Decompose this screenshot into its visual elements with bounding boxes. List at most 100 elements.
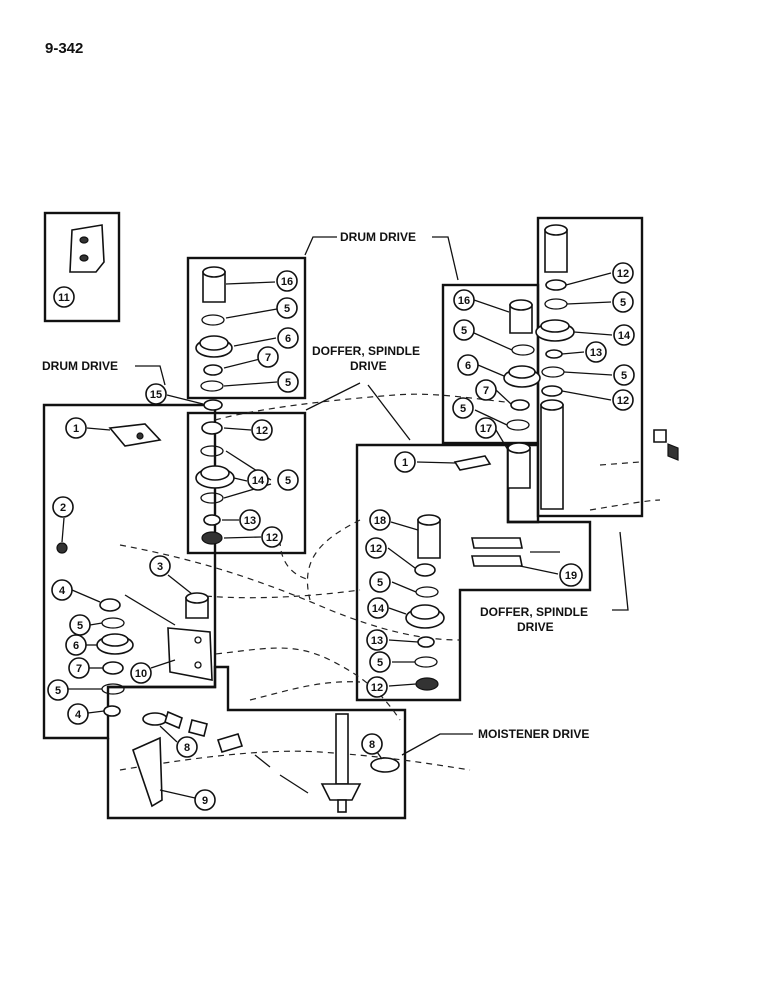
callout-12: 12	[251, 419, 273, 441]
svg-text:16: 16	[281, 276, 293, 288]
svg-text:12: 12	[617, 268, 629, 280]
drum-drive-label: DRUM DRIVE	[340, 230, 416, 244]
driveline-path	[279, 539, 311, 581]
callout-10: 10	[130, 662, 152, 684]
svg-text:12: 12	[370, 543, 382, 555]
svg-text:8: 8	[184, 742, 190, 754]
callout-11: 11	[53, 286, 75, 308]
svg-text:19: 19	[565, 570, 577, 582]
doffer-right-column-panel	[536, 216, 644, 518]
svg-text:13: 13	[244, 515, 256, 527]
driveline-path	[589, 499, 661, 511]
callout-12: 12	[366, 676, 388, 698]
svg-text:12: 12	[256, 425, 268, 437]
callout-5: 5	[369, 651, 391, 673]
drum-drive-upper-panel	[186, 256, 307, 400]
bracket-part	[69, 224, 105, 273]
callout-5: 5	[277, 371, 299, 393]
callout-5: 5	[277, 469, 299, 491]
callout-5: 5	[453, 319, 475, 341]
svg-text:14: 14	[372, 603, 385, 615]
drum-drive-upper-stack	[195, 266, 233, 411]
callout-14: 14	[247, 469, 269, 491]
callout-7: 7	[68, 657, 90, 679]
svg-text:5: 5	[620, 297, 626, 309]
callout-7: 7	[257, 346, 279, 368]
drum-drive-left-parts	[56, 423, 213, 717]
callout-14: 14	[613, 324, 635, 346]
callout-13: 13	[585, 341, 607, 363]
driveline-path	[119, 544, 461, 641]
callout-5: 5	[612, 291, 634, 313]
svg-text:10: 10	[135, 668, 147, 680]
svg-text:5: 5	[460, 403, 466, 415]
callout-13: 13	[239, 509, 261, 531]
callout-8: 8	[176, 736, 198, 758]
driveline-path	[249, 681, 361, 701]
callout-5: 5	[47, 679, 69, 701]
callout-15: 15	[145, 383, 167, 405]
svg-text:9: 9	[202, 795, 208, 807]
callout-4: 4	[51, 579, 73, 601]
svg-text:3: 3	[157, 561, 163, 573]
svg-text:5: 5	[621, 370, 627, 382]
svg-text:1: 1	[73, 423, 79, 435]
driveline-path	[119, 750, 471, 771]
svg-text:15: 15	[150, 389, 162, 401]
callout-12: 12	[612, 262, 634, 284]
svg-text:4: 4	[75, 709, 82, 721]
leader-lines	[61, 236, 629, 799]
callout-5: 5	[276, 297, 298, 319]
svg-text:5: 5	[285, 377, 291, 389]
svg-text:11: 11	[58, 292, 70, 304]
callout-5: 5	[69, 614, 91, 636]
callout-17: 17	[475, 417, 497, 439]
svg-text:6: 6	[285, 333, 291, 345]
callout-5: 5	[369, 571, 391, 593]
page-number: 9-342	[45, 40, 84, 57]
callout-6: 6	[277, 327, 299, 349]
doffer-spindle-drive-label: DRIVE	[517, 620, 554, 634]
callout-14: 14	[367, 597, 389, 619]
svg-text:5: 5	[377, 657, 383, 669]
svg-text:5: 5	[377, 577, 383, 589]
svg-text:12: 12	[617, 395, 629, 407]
drum-drive-label: DRUM DRIVE	[42, 359, 118, 373]
svg-text:13: 13	[371, 635, 383, 647]
svg-text:12: 12	[266, 532, 278, 544]
callout-7: 7	[475, 379, 497, 401]
drum-drive-lower-stack	[195, 421, 235, 545]
moistener-drive-label: MOISTENER DRIVE	[478, 727, 589, 741]
inset-panel	[43, 211, 121, 323]
callout-8: 8	[361, 733, 383, 755]
callout-5: 5	[452, 397, 474, 419]
svg-text:17: 17	[480, 423, 492, 435]
callout-1: 1	[65, 417, 87, 439]
svg-text:18: 18	[374, 515, 386, 527]
svg-text:16: 16	[458, 295, 470, 307]
callout-2: 2	[52, 496, 74, 518]
driveline-path	[306, 519, 361, 601]
loose-bracket-part	[653, 429, 679, 461]
svg-text:7: 7	[483, 385, 489, 397]
callout-4: 4	[67, 703, 89, 725]
svg-text:5: 5	[285, 475, 291, 487]
callout-1: 1	[394, 451, 416, 473]
callout-12: 12	[612, 389, 634, 411]
doffer-spindle-drive-label: DOFFER, SPINDLE	[312, 344, 420, 358]
doffer-spindle-drive-label: DOFFER, SPINDLE	[480, 605, 588, 619]
callout-16: 16	[453, 289, 475, 311]
svg-text:5: 5	[461, 325, 467, 337]
callout-9: 9	[194, 789, 216, 811]
callout-3: 3	[149, 555, 171, 577]
svg-text:7: 7	[76, 663, 82, 675]
callout-5: 5	[613, 364, 635, 386]
svg-text:12: 12	[371, 682, 383, 694]
svg-text:5: 5	[284, 303, 290, 315]
callout-6: 6	[457, 354, 479, 376]
svg-text:1: 1	[402, 457, 408, 469]
svg-text:6: 6	[465, 360, 471, 372]
callout-12: 12	[261, 526, 283, 548]
svg-text:5: 5	[55, 685, 61, 697]
